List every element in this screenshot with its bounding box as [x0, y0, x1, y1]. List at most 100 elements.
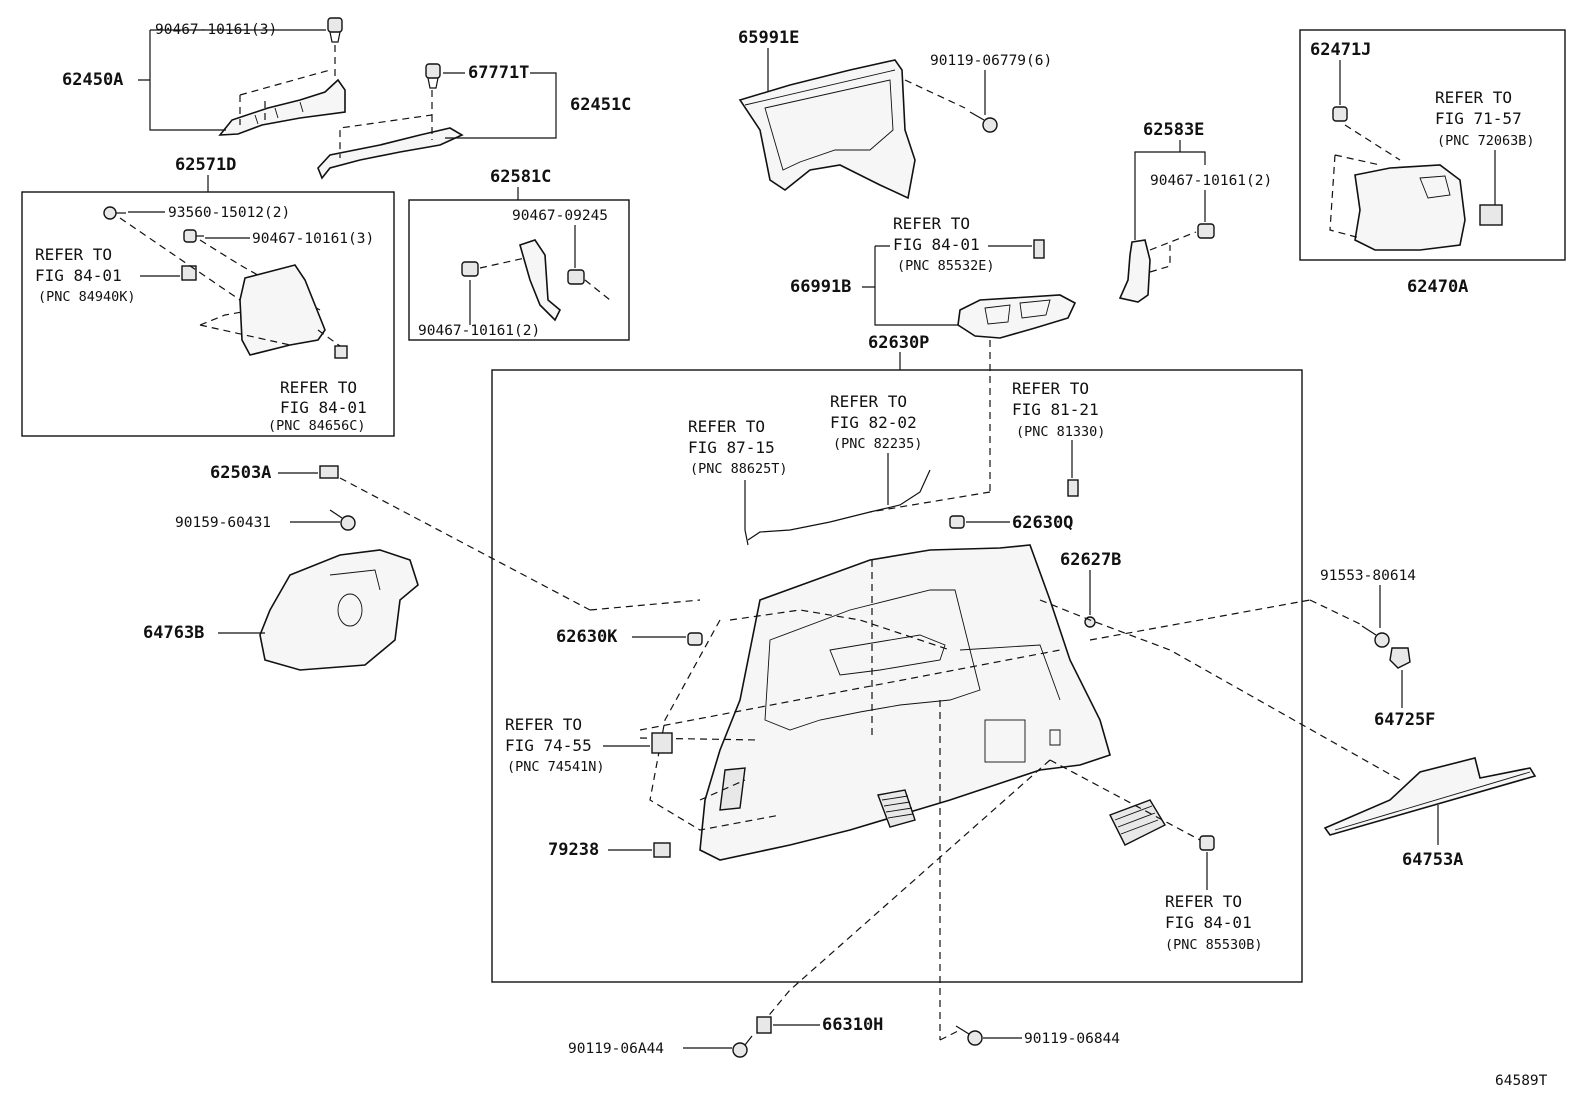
part-62581C-bracket — [519, 239, 561, 322]
bolt-90119-06A44 — [732, 1035, 753, 1058]
svg-text:REFER TO: REFER TO — [830, 392, 907, 411]
svg-text:(PNC 84940K): (PNC 84940K) — [38, 289, 136, 305]
svg-text:REFER TO: REFER TO — [893, 214, 970, 233]
bolt-90159-60431 — [329, 509, 356, 531]
svg-text:REFER TO: REFER TO — [505, 715, 582, 734]
svg-text:FIG 84-01: FIG 84-01 — [893, 235, 980, 254]
label-90467-10161-2b: 90467-10161(2) — [1150, 173, 1272, 189]
svg-text:FIG 81-21: FIG 81-21 — [1012, 400, 1099, 419]
vent-grille-lower — [877, 789, 916, 828]
clip-84656C — [334, 345, 348, 359]
svg-text:(PNC 81330): (PNC 81330) — [1016, 424, 1105, 440]
svg-text:(PNC 88625T): (PNC 88625T) — [690, 461, 788, 477]
clip-85530B — [1199, 835, 1215, 851]
plug-79238 — [653, 842, 671, 858]
svg-text:FIG 87-15: FIG 87-15 — [688, 438, 775, 457]
svg-text:FIG 71-57: FIG 71-57 — [1435, 109, 1522, 128]
label-62583E: 62583E — [1143, 120, 1204, 140]
ref-88625T: REFER TO FIG 87-15 (PNC 88625T) — [688, 417, 788, 477]
ref-74541N: REFER TO FIG 74-55 (PNC 74541N) — [505, 715, 605, 775]
label-79238: 79238 — [548, 840, 599, 860]
group-box-62470A — [1299, 29, 1566, 261]
ref-82235: REFER TO FIG 82-02 (PNC 82235) — [830, 392, 922, 452]
label-90467-10161-2a: 90467-10161(2) — [418, 323, 540, 339]
clip-90467-09245 — [567, 269, 585, 285]
label-90119-06A44: 90119-06A44 — [568, 1041, 664, 1057]
label-62630Q: 62630Q — [1012, 513, 1073, 533]
group-box-62630P — [491, 369, 1303, 983]
label-90119-06844: 90119-06844 — [1024, 1031, 1120, 1047]
label-90119-06779: 90119-06779(6) — [930, 53, 1052, 69]
group-box-62581C — [408, 199, 630, 341]
clip-90467-10161-c — [461, 261, 479, 277]
diagram-id: 64589T — [1495, 1073, 1548, 1089]
svg-text:(PNC 72063B): (PNC 72063B) — [1437, 133, 1535, 149]
svg-text:FIG 74-55: FIG 74-55 — [505, 736, 592, 755]
label-93560-15012: 93560-15012(2) — [168, 205, 290, 221]
label-62450A: 62450A — [62, 70, 123, 90]
part-66991B-box — [957, 294, 1077, 339]
screw-90467-10161-top — [327, 17, 343, 43]
wire-harness-82235 — [744, 469, 931, 546]
label-64753A: 64753A — [1402, 850, 1463, 870]
label-66991B: 66991B — [790, 277, 851, 297]
svg-text:(PNC 85530B): (PNC 85530B) — [1165, 937, 1263, 953]
clip-64725F — [1389, 647, 1411, 669]
svg-text:FIG 84-01: FIG 84-01 — [1165, 913, 1252, 932]
label-62451C: 62451C — [570, 95, 631, 115]
label-62630P: 62630P — [868, 333, 929, 353]
part-62571D-garnish — [239, 264, 326, 356]
cover-74541N — [651, 732, 673, 754]
clip-90467-10161-b — [183, 229, 204, 243]
label-90467-09245: 90467-09245 — [512, 208, 608, 224]
bolt-90119-06844 — [955, 1025, 983, 1046]
label-62627B: 62627B — [1060, 550, 1121, 570]
label-66310H: 66310H — [822, 1015, 883, 1035]
label-67771T: 67771T — [468, 63, 529, 83]
label-64763B: 64763B — [143, 623, 204, 643]
label-64725F: 64725F — [1374, 710, 1435, 730]
svg-text:FIG 84-01: FIG 84-01 — [35, 266, 122, 285]
svg-text:REFER TO: REFER TO — [1012, 379, 1089, 398]
vent-grille-right — [1109, 799, 1166, 846]
part-64753A-scuff-plate — [1323, 757, 1537, 836]
part-62630P-trim-panel — [699, 544, 1111, 861]
switch-72063B — [1479, 204, 1503, 226]
label-62503A: 62503A — [210, 463, 271, 483]
label-90467-10161-3b: 90467-10161(3) — [252, 231, 374, 247]
ref-85532E: REFER TO FIG 84-01 (PNC 85532E) — [893, 214, 995, 274]
svg-text:FIG 82-02: FIG 82-02 — [830, 413, 917, 432]
bracket-62503A — [319, 465, 339, 479]
ref-84940K: REFER TO FIG 84-01 (PNC 84940K) — [35, 245, 136, 305]
clip-62471J — [1332, 106, 1348, 122]
label-65991E: 65991E — [738, 28, 799, 48]
svg-text:REFER TO: REFER TO — [280, 378, 357, 397]
plug-81330 — [1067, 479, 1079, 497]
clip-90467-10161-d — [1197, 223, 1215, 239]
bracket-66310H — [756, 1016, 772, 1034]
bolt-90119-06779 — [969, 111, 998, 133]
svg-text:(PNC 74541N): (PNC 74541N) — [507, 759, 605, 775]
sensor-84940K — [181, 265, 197, 281]
clip-85532E — [1033, 239, 1045, 259]
part-62451C-garnish — [317, 127, 464, 180]
screw-91553-80614 — [1361, 625, 1390, 648]
part-62450A-garnish — [218, 78, 346, 136]
svg-text:(PNC 82235): (PNC 82235) — [833, 436, 922, 452]
garnish-74541N-slot — [719, 767, 746, 811]
ref-85530B: REFER TO FIG 84-01 (PNC 85530B) — [1165, 892, 1263, 953]
svg-text:(PNC 85532E): (PNC 85532E) — [897, 258, 995, 274]
clip-67771T — [425, 63, 441, 89]
label-90159-60431: 90159-60431 — [175, 515, 271, 531]
clip-62630K — [687, 632, 703, 646]
part-64763B-trim — [259, 549, 419, 671]
svg-text:(PNC 84656C): (PNC 84656C) — [268, 418, 366, 434]
label-90467-10161-3a: 90467-10161(3) — [155, 22, 277, 38]
part-62583E-bracket — [1118, 239, 1151, 303]
svg-text:REFER TO: REFER TO — [1165, 892, 1242, 911]
label-62571D: 62571D — [175, 155, 236, 175]
part-65991E-frame — [738, 59, 916, 200]
svg-text:FIG 84-01: FIG 84-01 — [280, 398, 367, 417]
label-62471J: 62471J — [1310, 40, 1371, 60]
